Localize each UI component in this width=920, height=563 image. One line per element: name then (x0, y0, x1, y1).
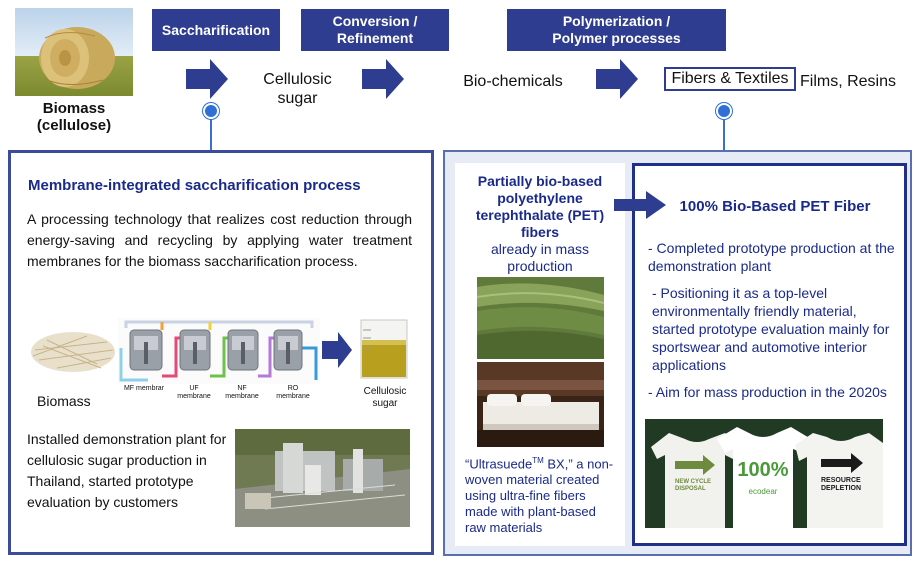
pet-to-bio-arrow-icon (614, 191, 666, 219)
biomass-hay-image (15, 8, 133, 96)
cellulosic-sugar-beaker-image (357, 318, 411, 380)
membrane-label-ro: RO membrane (276, 385, 310, 400)
flow-arrow-icon (186, 59, 228, 99)
product-fibers-textiles: Fibers & Textiles (664, 67, 796, 91)
bio-bullet-positioning: - Positioning it as a top-level environm… (652, 285, 890, 373)
connector-dot (716, 103, 732, 119)
stage-conversion-refinement: Conversion / Refinement (301, 9, 449, 51)
stage-polymerization: Polymerization / Polymer processes (507, 9, 726, 51)
tshirt-middle-subtext: ecodear (748, 487, 778, 496)
tshirt-right-text: RESOURCE DEPLETION (821, 477, 862, 492)
tshirt-left-text: NEW CYCLE DISPOSAL (675, 479, 711, 492)
membrane-label-mf: MF membrar (123, 385, 165, 392)
stage-saccharification: Saccharification (152, 9, 280, 51)
bedroom-interior-image (477, 362, 604, 447)
demonstration-plant-photo (235, 429, 410, 527)
product-cellulosic-sugar: Cellulosic sugar (263, 71, 332, 107)
connector-dot (203, 103, 219, 119)
biomass-fiber-image (27, 320, 119, 378)
tshirts-image: NEW CYCLE DISPOSAL 100% ecodear RESOURCE… (645, 419, 883, 528)
demonstration-plant-text: Installed demonstration plant for cellul… (27, 431, 227, 510)
process-biomass-label: Biomass (37, 393, 91, 409)
ultrasuede-text-post: BX,” a non-woven material created using … (465, 456, 614, 536)
connector-line (723, 110, 725, 151)
tshirt-middle-text: 100% (737, 459, 789, 481)
process-output-label: Cellulosic sugar (363, 386, 407, 409)
trademark-mark: TM (532, 456, 544, 465)
connector-line (210, 110, 212, 151)
green-fabric-image (477, 277, 604, 359)
bio-bullet-mass-production: - Aim for mass production in the 2020s (648, 384, 887, 400)
biomass-label: Biomass (cellulose) (36, 100, 112, 134)
product-films-resins: Films, Resins (800, 73, 897, 90)
membrane-process-diagram (118, 318, 320, 384)
flow-arrow-icon (596, 59, 638, 99)
flow-arrow-icon (362, 59, 404, 99)
pet-fibers-title: Partially bio-based polyethylene terepht… (475, 173, 605, 240)
membrane-label-uf: UF membrane (177, 385, 211, 400)
left-panel-description: A processing technology that realizes co… (27, 211, 412, 269)
membrane-label-nf: NF membrane (225, 385, 259, 400)
left-panel-title: Membrane-integrated saccharification pro… (28, 177, 361, 194)
ultrasuede-description: “UltrasuedeTM BX,” a non-woven material … (465, 453, 620, 536)
product-bio-chemicals: Bio-chemicals (463, 73, 563, 90)
process-arrow-icon (322, 332, 352, 368)
bio-bullet-prototype: - Completed prototype production at the … (648, 240, 895, 274)
ultrasuede-text-pre: “Ultrasuede (465, 456, 533, 472)
bio-based-pet-title: 100% Bio-Based PET Fiber (679, 198, 871, 215)
pet-mass-production-text: already in mass production (490, 241, 590, 274)
